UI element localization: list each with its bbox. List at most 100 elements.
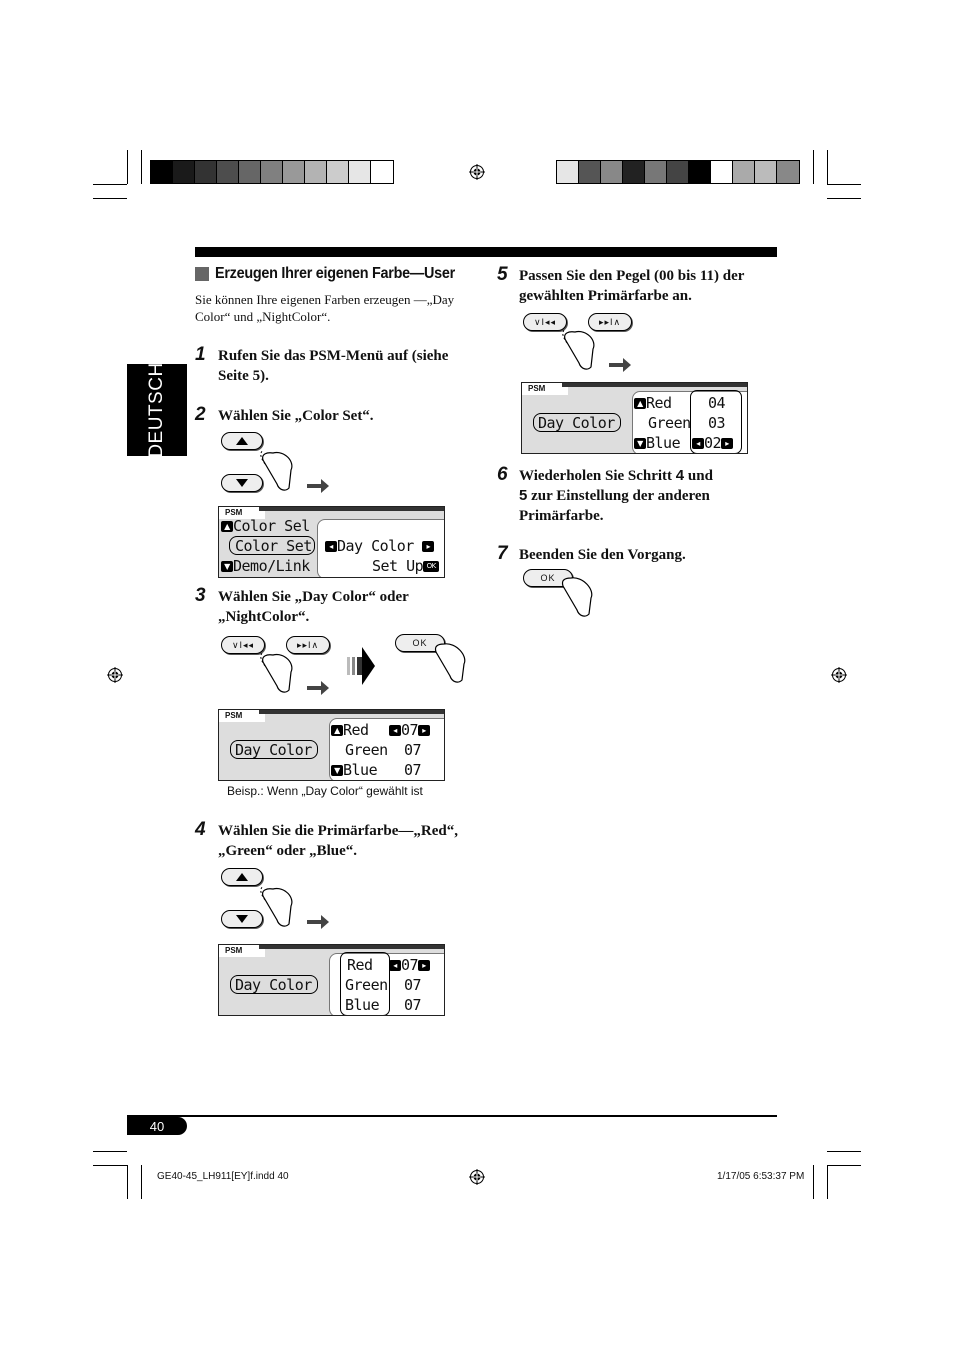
header-band (195, 247, 777, 257)
step-reference: 4 (675, 467, 685, 484)
color-swatch (261, 161, 283, 183)
color-swatch (173, 161, 195, 183)
lcd-line: ▼Blue (331, 761, 378, 779)
color-swatch (667, 161, 689, 183)
section-heading: Erzeugen Ihrer eigenen Farbe—User (195, 265, 482, 283)
lcd-line: ◂02▸ (692, 434, 734, 452)
lcd-color-selection (340, 952, 390, 1015)
lcd-line: Day Color (235, 741, 312, 759)
next-mini-icon: ▸ (422, 541, 435, 552)
registration-mark-icon (831, 667, 847, 683)
up-mini-icon: ▲ (634, 398, 646, 409)
crop-mark (141, 150, 142, 184)
footer-timestamp: 1/17/05 6:53:37 PM (717, 1171, 805, 1182)
up-button[interactable] (221, 868, 263, 886)
finger-press-icon (260, 651, 329, 695)
psm-label: PSM (219, 945, 265, 957)
crop-mark (93, 198, 127, 199)
crop-mark (827, 198, 861, 199)
finger-press-icon (260, 885, 329, 929)
color-swatch (579, 161, 601, 183)
lcd-text: Day Color (235, 741, 312, 759)
lcd-value: Red (347, 956, 373, 974)
lcd-text: Red (646, 394, 672, 412)
psm-label: PSM (219, 507, 265, 519)
color-swatch (371, 161, 393, 183)
lcd-top-bar (259, 507, 444, 511)
next-button-label: ▸▸I∧ (296, 639, 320, 650)
triangle-up-icon (236, 437, 248, 445)
lcd-value: 07 (401, 956, 419, 974)
lcd-selection-pill (533, 413, 621, 432)
lcd-line: Green (345, 741, 388, 759)
up-mini-icon: ▲ (331, 725, 343, 736)
color-swatch (755, 161, 777, 183)
lcd-line: Green (648, 414, 691, 432)
step-number: 2 (195, 404, 206, 425)
step-text: Wählen Sie „Day Color“ oder „NightColor“… (218, 589, 409, 625)
crop-mark (93, 1151, 127, 1152)
lcd-value: 07 (404, 996, 422, 1014)
prev-button-label: ∨I◂◂ (533, 316, 557, 327)
bottom-rule (127, 1115, 777, 1117)
color-bar-left (150, 160, 394, 184)
registration-mark-icon (469, 1169, 485, 1185)
next-step-arrow-icon (347, 647, 375, 685)
color-swatch (733, 161, 755, 183)
crop-mark (813, 1165, 814, 1199)
down-mini-icon: ▼ (221, 561, 233, 572)
next-mini-icon: ▸ (418, 960, 431, 971)
lcd-line: ◂07▸ (389, 721, 431, 739)
lcd-line: Color Set (235, 537, 312, 555)
step-text: Wählen Sie „Color Set“. (218, 408, 374, 424)
step-reference: 5 (519, 487, 528, 504)
triangle-up-icon (236, 873, 248, 881)
down-button[interactable] (221, 474, 263, 492)
lcd-display: PSM Day Color Red Green Blue ◂07▸ 07 07 (218, 944, 445, 1016)
crop-mark (127, 150, 128, 184)
lcd-value: 07 (404, 761, 422, 779)
language-tab (127, 364, 187, 456)
page-number: 40 (127, 1117, 187, 1135)
crop-mark (827, 150, 828, 184)
step-text-part: Wiederholen Sie Schritt (519, 468, 676, 484)
prev-button-label: ∨I◂◂ (231, 639, 255, 650)
lcd-text: Set Up (372, 557, 424, 575)
color-swatch (327, 161, 349, 183)
prev-button[interactable]: ∨I◂◂ (523, 313, 567, 331)
up-button[interactable] (221, 432, 263, 450)
footer-file-info: GE40-45_LH911[EY]f.indd 40 (157, 1171, 289, 1182)
lcd-value: 07 (404, 976, 422, 994)
next-mini-icon: ▸ (418, 725, 431, 736)
lcd-display: PSM Day Color ▲Red Green ▼Blue 04 03 ◂02… (521, 382, 748, 454)
language-tab-label: DEUTSCH (146, 362, 167, 458)
next-button-label: ▸▸I∧ (598, 316, 622, 327)
lcd-top-bar (259, 710, 444, 714)
next-mini-icon: ▸ (721, 438, 734, 449)
color-swatch (689, 161, 711, 183)
color-swatch (645, 161, 667, 183)
lcd-top-bar (562, 383, 747, 387)
step-text-part: zur Einstellung der anderen Primärfarbe. (519, 488, 710, 524)
lcd-text: Green (648, 414, 691, 432)
down-button[interactable] (221, 910, 263, 928)
crop-mark (93, 1165, 127, 1166)
step-text: Wiederholen Sie Schritt 4 und 5 zur Einst… (519, 466, 774, 526)
next-button[interactable]: ▸▸I∧ (588, 313, 632, 331)
lcd-line: Day Color (538, 414, 615, 432)
lcd-value: Blue (345, 996, 380, 1014)
ok-button[interactable]: OK (395, 634, 445, 652)
prev-button[interactable]: ∨I◂◂ (221, 636, 265, 654)
step-number: 3 (195, 585, 206, 606)
step-number: 6 (497, 464, 508, 485)
crop-mark (141, 1165, 142, 1199)
crop-mark (827, 1151, 861, 1152)
lcd-text: Red (343, 721, 369, 739)
psm-label: PSM (522, 383, 568, 395)
crop-mark (827, 1165, 828, 1199)
color-swatch (623, 161, 645, 183)
lcd-line: ▼Demo/Link (221, 557, 310, 575)
psm-label: PSM (219, 710, 265, 722)
step-text-part: und (684, 468, 713, 484)
next-button[interactable]: ▸▸I∧ (286, 636, 330, 654)
